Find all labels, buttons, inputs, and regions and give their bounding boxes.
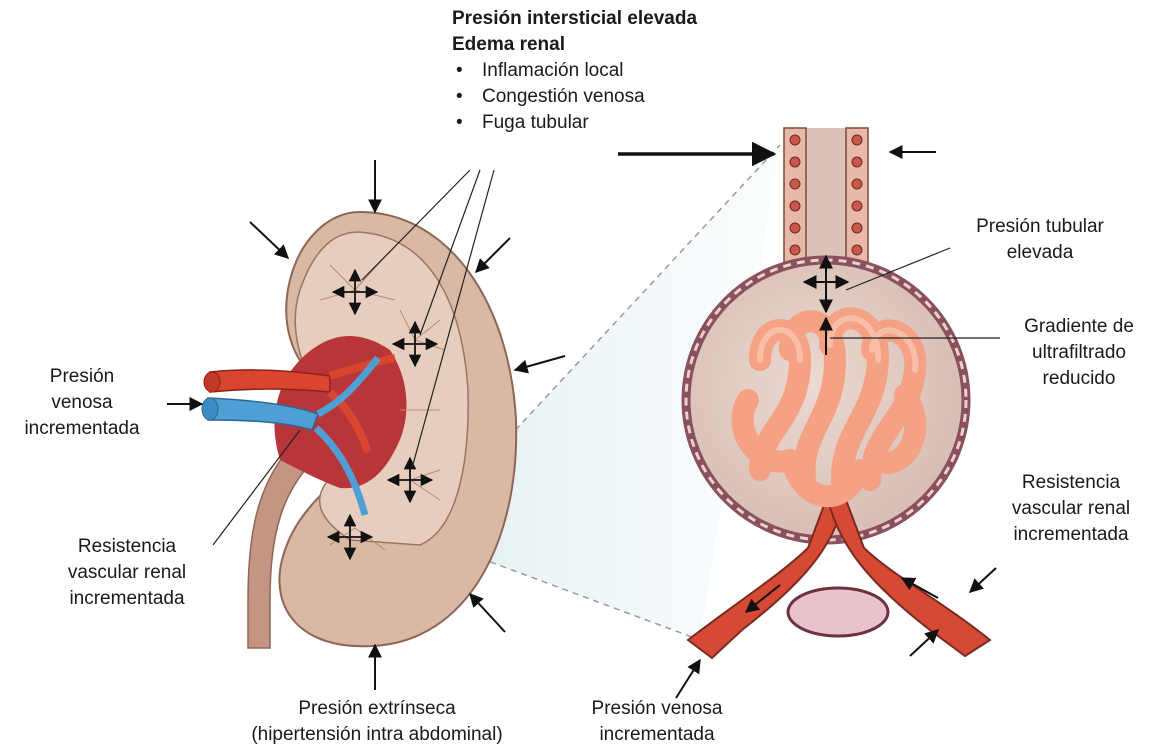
- label-line: vascular renal: [42, 560, 212, 586]
- label-line: Presión venosa: [560, 696, 754, 722]
- label-line: venosa: [0, 390, 164, 416]
- list-item: Inflamación local: [452, 58, 697, 84]
- label-line: Resistencia: [42, 534, 212, 560]
- renal-artery: [210, 370, 330, 392]
- label-line: incrementada: [988, 522, 1154, 548]
- label-line: Presión tubular: [950, 214, 1130, 240]
- label-line: elevada: [950, 240, 1130, 266]
- label-line: incrementada: [560, 722, 754, 748]
- label-line: reducido: [1004, 366, 1154, 392]
- extrinsic-pressure-label: Presión extrínseca (hipertensión intra a…: [192, 696, 562, 748]
- label-line: Gradiente de: [1004, 314, 1154, 340]
- tubule-wall-right: [846, 128, 868, 278]
- label-line: incrementada: [0, 416, 164, 442]
- label-line: Presión extrínseca: [192, 696, 562, 722]
- label-line: (hipertensión intra abdominal): [192, 722, 562, 748]
- interstitial-causes-list: Inflamación local Congestión venosa Fuga…: [452, 58, 697, 136]
- label-line: Resistencia: [988, 470, 1154, 496]
- list-item: Congestión venosa: [452, 84, 697, 110]
- left-vascular-resistance-label: Resistencia vascular renal incrementada: [42, 534, 212, 612]
- kidney-illustration: [202, 212, 516, 648]
- tubular-pressure-label: Presión tubular elevada: [950, 214, 1130, 266]
- interstitial-pressure-label: Presión intersticial elevada Edema renal…: [452, 6, 697, 136]
- bottom-venous-pressure-label: Presión venosa incrementada: [560, 696, 754, 748]
- label-line: incrementada: [42, 586, 212, 612]
- ultrafiltration-gradient-label: Gradiente de ultrafiltrado reducido: [1004, 314, 1154, 392]
- right-vascular-resistance-label: Resistencia vascular renal incrementada: [988, 470, 1154, 548]
- label-line: vascular renal: [988, 496, 1154, 522]
- left-venous-pressure-label: Presión venosa incrementada: [0, 364, 164, 442]
- label-line: Presión: [0, 364, 164, 390]
- renal-edema-subtitle: Edema renal: [452, 32, 697, 58]
- interstitial-pressure-title: Presión intersticial elevada: [452, 6, 697, 32]
- list-item: Fuga tubular: [452, 110, 697, 136]
- label-line: ultrafiltrado: [1004, 340, 1154, 366]
- tubule-wall-left: [784, 128, 806, 278]
